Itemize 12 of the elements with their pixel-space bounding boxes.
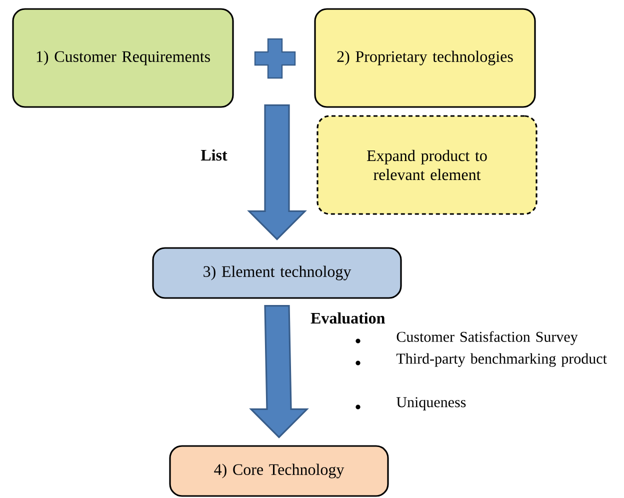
edge-label: Evaluation bbox=[310, 312, 385, 324]
edge-label: List bbox=[200, 149, 228, 161]
process-box: 3) Element technology bbox=[152, 247, 402, 299]
process-box: 2) Proprietary technologies bbox=[314, 8, 536, 108]
list-item: Third-party benchmarking product bbox=[396, 353, 607, 367]
block-arrow bbox=[247, 104, 307, 240]
process-box: 1) Customer Requirements bbox=[12, 8, 234, 108]
process-box: 4) Core Technology bbox=[169, 445, 389, 497]
block-arrow bbox=[249, 305, 309, 438]
list-item: Uniqueness bbox=[396, 397, 466, 410]
process-box: Expand product to relevant element bbox=[316, 115, 538, 215]
list-item: Customer Satisfaction Survey bbox=[396, 331, 578, 345]
